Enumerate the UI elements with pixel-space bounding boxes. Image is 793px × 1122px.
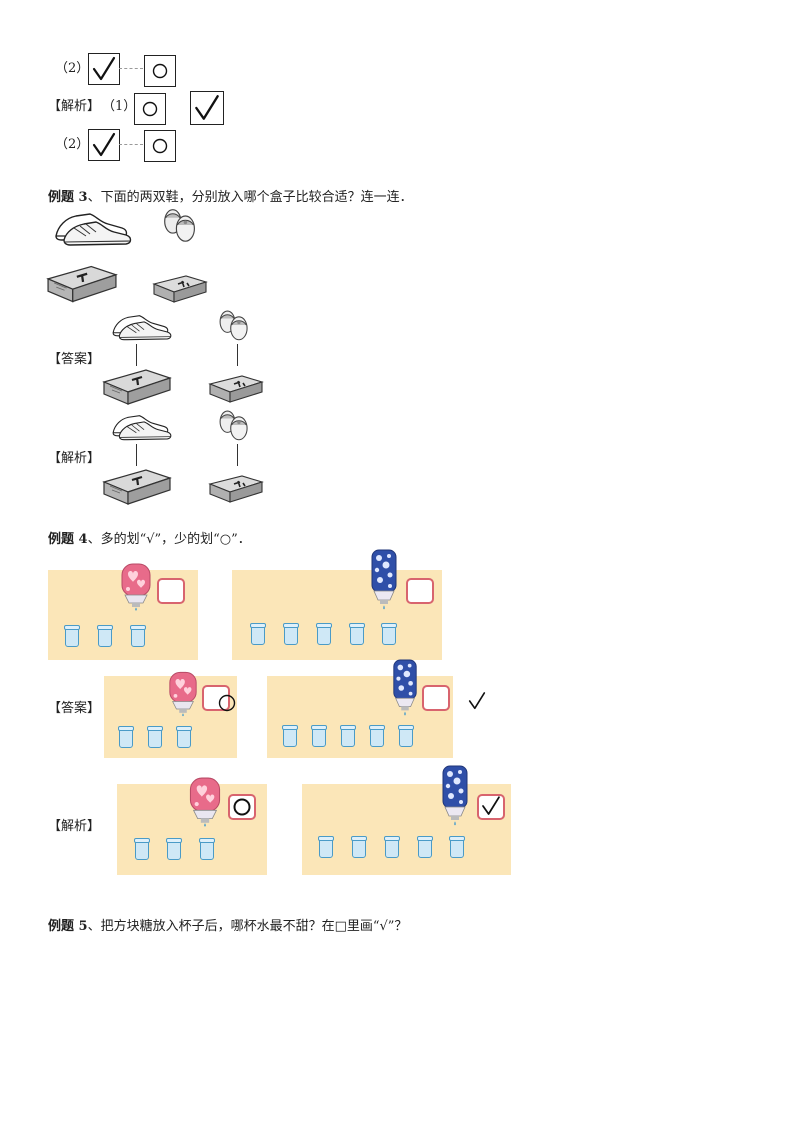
answer-checkbox[interactable] <box>157 578 185 604</box>
check-mark-icon <box>466 690 488 712</box>
example-5-question: 、把方块糖放入杯子后，哪杯水最不甜？在□里画“√”？ <box>87 919 408 934</box>
divider <box>119 144 143 145</box>
example-3-question: 、下面的两双鞋，分别放入哪个盒子比较合适？连一连． <box>87 190 413 205</box>
analysis-item-2-label: （2） <box>55 137 90 152</box>
cup-icon <box>316 623 332 645</box>
cup-icon <box>134 838 150 860</box>
answer-box <box>144 55 176 87</box>
answer-label: 【答案】 <box>48 701 101 716</box>
item-2-label: （2） <box>55 61 90 76</box>
cup-icon <box>166 838 182 860</box>
big-shoebox-icon <box>46 262 118 304</box>
answer-checkbox[interactable] <box>477 794 505 820</box>
blue-bottle-icon <box>391 658 419 718</box>
cup-icon <box>449 836 465 858</box>
answer-checkbox[interactable] <box>422 685 450 711</box>
circle-mark-icon <box>135 94 165 124</box>
cup-icon <box>384 836 400 858</box>
slippers-icon <box>216 308 252 342</box>
big-shoebox-icon <box>102 366 172 406</box>
cup-icon <box>199 838 215 860</box>
circle-mark-icon <box>145 56 175 86</box>
cup-icon <box>318 836 334 858</box>
sneakers-icon <box>110 408 172 442</box>
sneakers-icon <box>110 308 172 342</box>
example-4-question: 、多的划“√”，少的划“○”． <box>87 532 251 547</box>
circle-mark-icon <box>233 798 251 816</box>
cup-icon <box>282 725 298 747</box>
answer-box <box>144 130 176 162</box>
cup-icon <box>283 623 299 645</box>
check-mark-icon <box>89 54 119 84</box>
pink-bottle-icon <box>187 776 223 828</box>
cup-icon <box>340 725 356 747</box>
blue-bottle-icon <box>440 764 470 828</box>
cup-icon <box>147 726 163 748</box>
analysis-label: 【解析】 <box>48 99 101 114</box>
sneakers-icon <box>52 206 132 246</box>
example-4-title: 例题 4 <box>48 532 88 547</box>
connecting-line <box>136 444 137 466</box>
check-mark-icon <box>89 130 119 160</box>
pink-bottle-icon <box>167 670 199 718</box>
answer-checkbox[interactable] <box>228 794 256 820</box>
cup-icon <box>176 726 192 748</box>
blue-bottle-icon <box>369 548 399 612</box>
analysis-item-1-label: （1） <box>102 99 137 114</box>
connecting-line <box>237 444 238 466</box>
answer-checkbox[interactable] <box>202 685 230 711</box>
answer-checkbox[interactable] <box>406 578 434 604</box>
cup-icon <box>64 625 80 647</box>
check-mark-icon <box>479 794 503 818</box>
cup-icon <box>118 726 134 748</box>
blue-bottle-panel <box>302 784 511 875</box>
check-mark-icon <box>191 92 223 124</box>
divider <box>119 68 143 69</box>
small-shoebox-icon <box>208 372 264 404</box>
example-3-heading: 例题 3、下面的两双鞋，分别放入哪个盒子比较合适？连一连． <box>48 190 413 206</box>
answer-box <box>190 91 224 125</box>
cup-icon <box>130 625 146 647</box>
cup-icon <box>351 836 367 858</box>
answer-box <box>88 129 120 161</box>
circle-mark-icon <box>218 694 236 712</box>
cup-icon <box>417 836 433 858</box>
cup-icon <box>369 725 385 747</box>
pink-bottle-icon <box>119 562 153 612</box>
example-5-title: 例题 5 <box>48 919 88 934</box>
answer-box <box>134 93 166 125</box>
example-5-heading: 例题 5、把方块糖放入杯子后，哪杯水最不甜？在□里画“√”？ <box>48 919 407 935</box>
cup-icon <box>381 623 397 645</box>
cup-icon <box>398 725 414 747</box>
slippers-icon <box>216 408 252 442</box>
example-4-heading: 例题 4、多的划“√”，少的划“○”． <box>48 532 251 548</box>
cup-icon <box>311 725 327 747</box>
analysis-label: 【解析】 <box>48 451 101 466</box>
analysis-label: 【解析】 <box>48 819 101 834</box>
answer-box <box>88 53 120 85</box>
example-3-title: 例题 3 <box>48 190 88 205</box>
small-shoebox-icon <box>208 472 264 504</box>
circle-mark-icon <box>145 131 175 161</box>
answer-label: 【答案】 <box>48 352 101 367</box>
connecting-line <box>237 344 238 366</box>
big-shoebox-icon <box>102 466 172 506</box>
cup-icon <box>250 623 266 645</box>
cup-icon <box>97 625 113 647</box>
cup-icon <box>349 623 365 645</box>
small-shoebox-icon <box>152 272 208 304</box>
connecting-line <box>136 344 137 366</box>
slippers-icon <box>160 207 200 243</box>
